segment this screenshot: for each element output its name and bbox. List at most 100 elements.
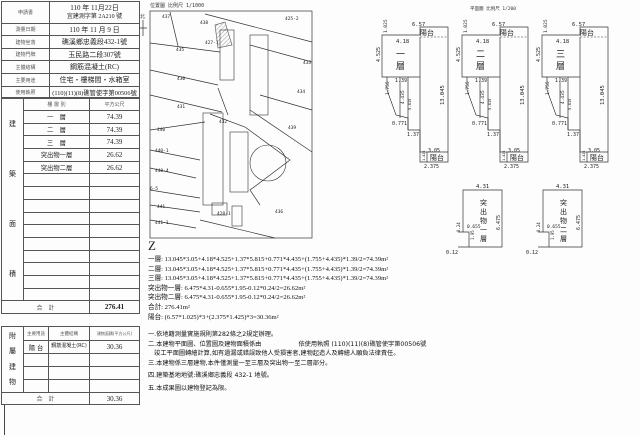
floor-total-label: 合 計: [1, 300, 90, 315]
calc-line: 二層: 13.045*3.05+4.18*4.525+1.37*5.815+0.…: [148, 265, 389, 273]
dim-inner-v2: 5.815: [407, 99, 412, 110]
floor-name: 層: [396, 61, 405, 72]
note-line: 二.本建物平面圖、位置圖及建物面積係由 依使用執照 (110)(11)(8)礁管…: [148, 341, 427, 348]
dim-balcony-w: 3.05: [428, 148, 440, 154]
dim-inner: 4.18: [556, 39, 569, 45]
parcel-label: 428-1: [217, 211, 231, 217]
dim-d1: 0.771: [552, 121, 567, 127]
parcel-label: 440-1: [155, 148, 169, 154]
floor-plan-title: 平面圖 比例尺 1/200: [470, 5, 516, 12]
protrusion-name: 物: [560, 216, 567, 225]
parcel-label: 440: [157, 127, 165, 133]
dim-d1: 0.771: [472, 121, 487, 127]
protrusion-name: 二: [560, 226, 567, 234]
attached-building-table: 附屬建物 主要用途主體結構建物面積(平方公尺) 陽 台鋼筋混凝土(RC)30.3…: [1, 326, 140, 405]
protrusion-name: 突: [560, 198, 567, 207]
protrusion-name: 出: [480, 207, 487, 216]
protrusion-name: 物: [480, 216, 487, 225]
parcel-label: 441: [157, 204, 165, 210]
dim-inner-v: 4.435: [400, 90, 406, 104]
north-arrow-icon: [139, 20, 147, 36]
dim-bottom: 0.12: [526, 250, 538, 256]
calc-line: 三層: 13.045*3.05+4.18*4.525+1.37*5.815+0.…: [148, 275, 389, 283]
parcel-label: 435: [176, 47, 184, 53]
dim-step: 1.39: [475, 78, 487, 84]
note-line: 一.依地籍測量實施規則第282條之2規定辦理。: [148, 331, 278, 338]
floor-plan-2: 6.571.0254.184.5251.391.7554.4355.8150.7…: [456, 19, 529, 170]
dim-balcony-h: 1.425: [582, 150, 586, 161]
dim-inner-v: 4.435: [560, 90, 566, 104]
dim-balcony-h: 1.425: [422, 150, 426, 161]
parcel-label: 427-1: [205, 40, 219, 46]
balcony-label: 陽台: [510, 153, 524, 162]
balcony-label: 陽台: [420, 28, 434, 37]
site-plan: 位置圖 比例尺 1/1000 北 437438425-2427-14354334…: [139, 2, 313, 239]
parcel-label: 425-2: [285, 16, 299, 22]
dim-height: 13.045: [440, 85, 446, 105]
table-row: [2, 353, 140, 367]
dim-notch: 0.655: [467, 224, 481, 230]
dim-top: 6.57: [572, 22, 585, 28]
floor-name: 二: [476, 50, 485, 60]
dim-left-top: 1.025: [383, 19, 389, 33]
calc-line: 陽台: (6.57*1.025)*3+(2.375*1.425)*3=30.36…: [148, 313, 279, 321]
dim-inner-v2: 5.815: [567, 99, 572, 110]
note-line: 五.本成果圖以建物登記為限。: [148, 385, 231, 392]
dim-top: 6.57: [492, 22, 505, 28]
dim-d2: 1.37: [487, 132, 499, 138]
dim-d2: 1.37: [407, 132, 419, 138]
dim-height: 13.045: [600, 85, 606, 105]
dim-left: 4.525: [536, 47, 542, 62]
inner-lines: [467, 37, 528, 162]
parcel-label: 436: [275, 209, 283, 215]
dim-bottom: 2.375: [504, 164, 519, 170]
table-row: [2, 379, 140, 393]
dim-diag: 1.755: [385, 81, 391, 95]
protrusion-outline: [538, 189, 583, 248]
parcel-label: 430: [177, 76, 185, 82]
floor-outline: [381, 26, 449, 163]
dim-d2: 1.37: [567, 132, 579, 138]
dim-bottom: 0.12: [446, 250, 458, 256]
site-plan-title: 位置圖 比例尺 1/1000: [150, 2, 204, 9]
dim-height: 13.045: [520, 85, 526, 105]
dim-inner: 4.18: [396, 39, 409, 45]
calc-line: 突出物一層: 6.475*4.31-0.655*1.95-0.12*0.24/2…: [148, 284, 306, 292]
dim-step: 1.39: [555, 78, 567, 84]
floor-total: 276.41: [89, 300, 140, 315]
dim-balcony-w: 3.05: [588, 148, 600, 154]
protrusion-name: 突: [480, 198, 487, 207]
protrusion-name: 一: [480, 226, 487, 234]
dim-notch-v: 1.95: [470, 230, 475, 240]
dim-d1: 0.771: [392, 121, 407, 127]
north-mark: Z: [148, 238, 156, 253]
dim-balcony-w: 3.05: [508, 148, 520, 154]
dim-top: 4.31: [556, 184, 569, 190]
calc-line: 一層: 13.045*3.05+4.18*4.525+1.37*5.815+0.…: [148, 256, 389, 263]
table-row: [2, 211, 140, 226]
dim-inner-v: 4.435: [480, 90, 486, 104]
col-area: 平方公尺: [89, 97, 140, 111]
dim-left-top: 1.025: [463, 19, 469, 33]
north-label: 北: [140, 13, 145, 20]
floor-plan-1: 6.571.0254.184.5251.391.7554.4355.8150.7…: [376, 19, 449, 170]
protrusion-name: 層: [480, 235, 487, 243]
dim-inner: 4.18: [476, 39, 489, 45]
dim-right: 6.475: [496, 215, 502, 230]
protrusion-outline: [458, 189, 503, 248]
attached-total: 30.36: [89, 392, 140, 405]
floor-name: 一: [396, 50, 405, 60]
protrusion-name: 層: [560, 235, 567, 243]
margin-line: [4, 405, 5, 435]
dim-left-top: 1.025: [543, 19, 549, 33]
inner-lines: [547, 37, 608, 162]
floor-name: 層: [476, 61, 485, 72]
parcel-label: 433: [303, 60, 311, 66]
table-row: [2, 236, 140, 251]
floor-name: 三: [556, 50, 565, 60]
dim-bottom: 2.375: [424, 164, 439, 170]
